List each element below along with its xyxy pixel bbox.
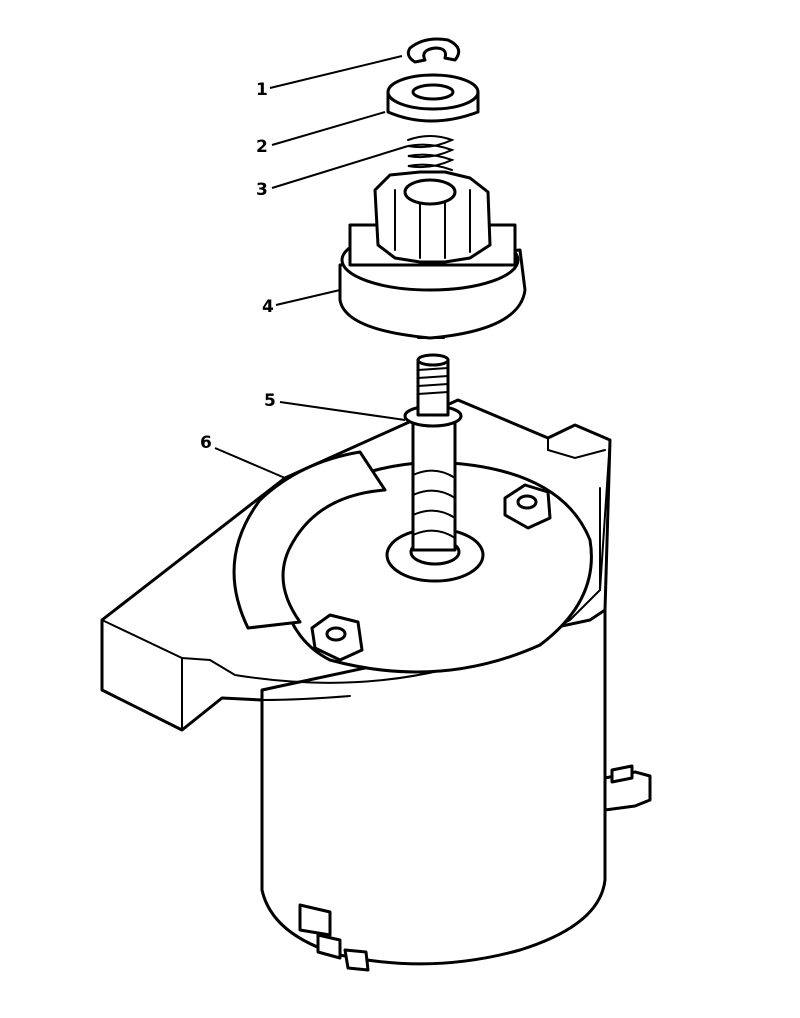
leader-4 <box>275 289 341 306</box>
leader-2 <box>271 111 386 146</box>
callout-3: 3 <box>256 180 268 200</box>
part-6-gasket <box>232 450 387 630</box>
leader-6 <box>214 447 286 479</box>
part-1-retaining-clip <box>406 37 461 64</box>
callout-5: 5 <box>264 391 276 411</box>
callout-6: 6 <box>200 433 212 453</box>
part-5-shaft <box>385 353 485 583</box>
leader-5 <box>279 401 406 421</box>
callout-1: 1 <box>256 80 268 100</box>
callout-4: 4 <box>262 297 274 317</box>
part-3-spring <box>407 135 455 171</box>
leader-1 <box>269 55 403 89</box>
leader-3 <box>271 145 409 189</box>
callout-labels: 1 2 3 4 5 6 <box>200 80 276 453</box>
part-4-pinion-gear <box>338 170 527 340</box>
leader-lines <box>214 55 409 479</box>
callout-2: 2 <box>256 137 268 157</box>
part-2-collar <box>386 73 480 123</box>
motor-housing <box>260 584 652 972</box>
